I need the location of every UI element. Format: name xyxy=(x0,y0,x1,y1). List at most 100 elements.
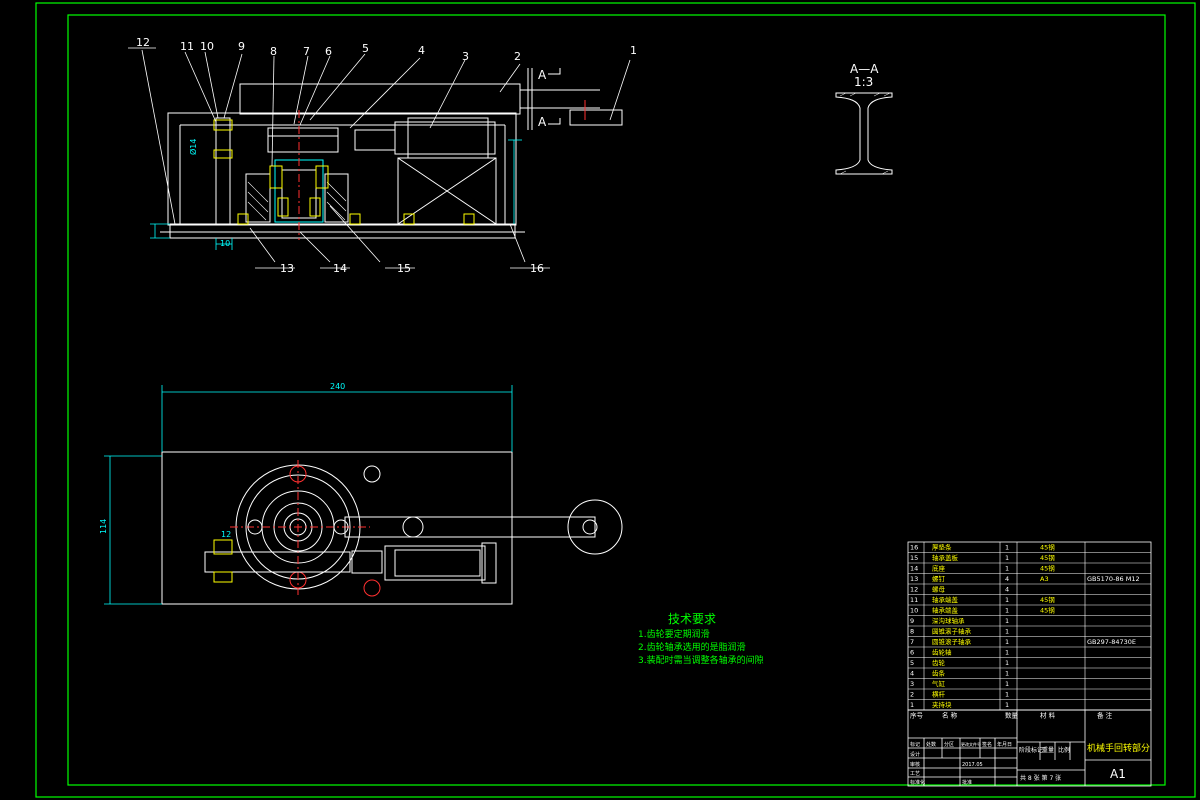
callout-10: 10 xyxy=(200,40,214,53)
callout-11: 11 xyxy=(180,40,194,53)
parts-row-name: 齿条 xyxy=(932,669,946,678)
parts-row-no: 11 xyxy=(910,596,918,604)
callout-3: 3 xyxy=(462,50,469,63)
parts-row-no: 12 xyxy=(910,586,918,594)
parts-header-qty: 数量 xyxy=(1005,711,1019,720)
parts-row-no: 14 xyxy=(910,565,918,573)
parts-row-no: 6 xyxy=(910,649,914,657)
role-design: 设计 xyxy=(910,751,920,758)
parts-row-material: A3 xyxy=(1040,575,1049,583)
parts-row-qty: 1 xyxy=(1005,544,1009,552)
parts-row-no: 13 xyxy=(910,575,918,583)
sheet-frame xyxy=(35,2,1196,798)
parts-row-no: 5 xyxy=(910,659,914,667)
callout-leaders xyxy=(128,47,631,269)
callout-9: 9 xyxy=(238,40,245,53)
callout-8: 8 xyxy=(270,45,277,58)
callout-7: 7 xyxy=(303,45,310,58)
parts-row-no: 1 xyxy=(910,701,914,709)
parts-row-qty: 1 xyxy=(1005,638,1009,646)
parts-row-qty: 1 xyxy=(1005,659,1009,667)
parts-row-qty: 1 xyxy=(1005,617,1009,625)
drawing-title: 机械手回转部分 xyxy=(1087,742,1150,754)
dim-side: 12 xyxy=(221,530,231,539)
parts-row-qty: 1 xyxy=(1005,565,1009,573)
callout-1: 1 xyxy=(630,44,637,57)
parts-row-qty: 1 xyxy=(1005,670,1009,678)
parts-row-no: 2 xyxy=(910,691,914,699)
parts-row-name: 深沟球轴承 xyxy=(932,616,965,625)
parts-row-material: 45钢 xyxy=(1040,565,1055,573)
parts-row-no: 9 xyxy=(910,617,914,625)
callout-6: 6 xyxy=(325,45,332,58)
parts-row-qty: 1 xyxy=(1005,680,1009,688)
parts-row-name: 轴承盖板 xyxy=(932,553,959,562)
parts-row-qty: 1 xyxy=(1005,628,1009,636)
parts-row-no: 4 xyxy=(910,670,914,678)
callout-5: 5 xyxy=(362,42,369,55)
parts-row-name: 圆锥滚子轴承 xyxy=(932,637,972,646)
parts-row-material: 45钢 xyxy=(1040,544,1055,552)
parts-row-name: 轴承端盖 xyxy=(932,606,959,615)
parts-header-standard: 备 注 xyxy=(1097,711,1113,720)
section-aa-view xyxy=(835,92,893,175)
parts-row-no: 10 xyxy=(910,607,918,615)
parts-row-name: 横杆 xyxy=(932,690,946,699)
role-process: 工艺 xyxy=(910,771,920,777)
parts-row-qty: 1 xyxy=(1005,554,1009,562)
sign-row-2: 处数 xyxy=(926,741,936,748)
top-view xyxy=(161,451,623,605)
parts-header-no: 序号 xyxy=(910,711,924,720)
callout-4: 4 xyxy=(418,44,425,57)
tech-req-item-1: 1.齿轮要定期润滑 xyxy=(638,628,710,640)
parts-row-name: 螺母 xyxy=(932,585,946,594)
parts-header-name: 名 称 xyxy=(942,711,958,720)
role-review: 审核 xyxy=(910,761,920,768)
parts-row-qty: 4 xyxy=(1005,575,1009,583)
parts-list-columns xyxy=(923,542,1086,710)
parts-row-no: 8 xyxy=(910,628,914,636)
role-approve: 批准 xyxy=(962,779,972,786)
sign-row-5: 签名 xyxy=(982,741,992,748)
parts-row-no: 15 xyxy=(910,554,918,562)
callout-16: 16 xyxy=(530,262,544,275)
parts-row-no: 7 xyxy=(910,638,914,646)
parts-row-qty: 1 xyxy=(1005,607,1009,615)
front-dimensions xyxy=(150,139,522,250)
parts-row-qty: 1 xyxy=(1005,701,1009,709)
parts-row-name: 底座 xyxy=(932,564,946,573)
sheet-info: 共 8 张 第 7 张 xyxy=(1020,774,1061,782)
dim-gap: 10 xyxy=(220,239,230,248)
section-title: A—A xyxy=(850,62,879,76)
tech-req-item-3: 3.装配时需当调整各轴承的间隙 xyxy=(638,654,764,666)
parts-row-material: 45钢 xyxy=(1040,554,1055,562)
parts-row-no: 16 xyxy=(910,544,918,552)
tech-req-title: 技术要求 xyxy=(668,612,716,626)
section-marker-bottom: A xyxy=(538,115,547,129)
sheet-size: A1 xyxy=(1110,767,1126,781)
sign-row-4: 更改文件号 xyxy=(961,741,981,747)
parts-header-material: 材 料 xyxy=(1040,711,1056,720)
dim-height: 114 xyxy=(99,519,108,534)
parts-row-qty: 4 xyxy=(1005,586,1009,594)
front-view xyxy=(160,68,623,240)
stage-label-1: 阶段标记 xyxy=(1019,746,1043,754)
callout-2: 2 xyxy=(514,50,521,63)
dim-shaft-diameter: Ø14 xyxy=(188,139,198,155)
parts-row-name: 螺钉 xyxy=(932,574,946,583)
callout-14: 14 xyxy=(333,262,347,275)
stage-label-2: 重量 xyxy=(1042,746,1054,754)
parts-row-name: 夹持块 xyxy=(932,700,952,709)
parts-row-standard: GB297-84730E xyxy=(1087,638,1136,646)
designer-date: 2017.05 xyxy=(962,762,983,768)
stage-label-3: 比例 xyxy=(1058,746,1070,754)
parts-row-standard: GB5170-86 M12 xyxy=(1087,575,1140,583)
parts-row-qty: 1 xyxy=(1005,649,1009,657)
parts-row-name: 轴承端盖 xyxy=(932,595,959,604)
title-block-grid xyxy=(907,709,1152,787)
top-dimensions xyxy=(104,385,513,605)
parts-row-material: 45钢 xyxy=(1040,596,1055,604)
